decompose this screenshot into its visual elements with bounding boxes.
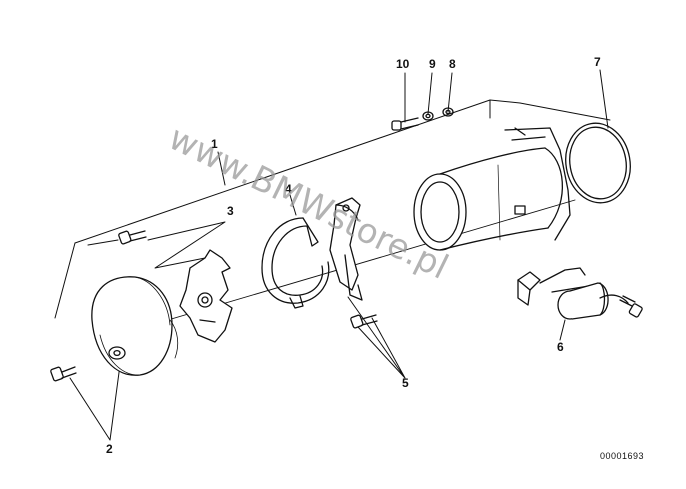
contact-breaker	[329, 197, 363, 301]
callout-3: 3	[227, 204, 234, 218]
bolt-10	[391, 117, 419, 131]
distributor-housing	[413, 127, 571, 251]
callout-10: 10	[396, 57, 410, 71]
screw-lower-mid	[350, 314, 378, 329]
washer-8	[442, 107, 454, 117]
callout-1: 1	[211, 137, 218, 151]
group-frame-lines	[54, 99, 611, 319]
leader-lines	[69, 69, 609, 441]
callout-4: 4	[285, 182, 292, 196]
condenser	[517, 267, 629, 320]
o-ring	[565, 122, 631, 204]
callout-8: 8	[449, 57, 456, 71]
drawing-number: 00001693	[600, 451, 645, 461]
callout-6: 6	[557, 340, 564, 354]
screw-upper-left	[118, 230, 147, 245]
clip-ring	[261, 217, 330, 309]
callout-7: 7	[594, 55, 601, 69]
callout-2: 2	[106, 442, 113, 456]
screw-left	[50, 366, 77, 382]
washer-9	[422, 111, 434, 121]
callout-9: 9	[429, 57, 436, 71]
callout-5: 5	[402, 376, 409, 390]
screw-right	[619, 295, 643, 318]
breaker-plate	[179, 249, 233, 343]
cover-cap	[91, 276, 179, 376]
